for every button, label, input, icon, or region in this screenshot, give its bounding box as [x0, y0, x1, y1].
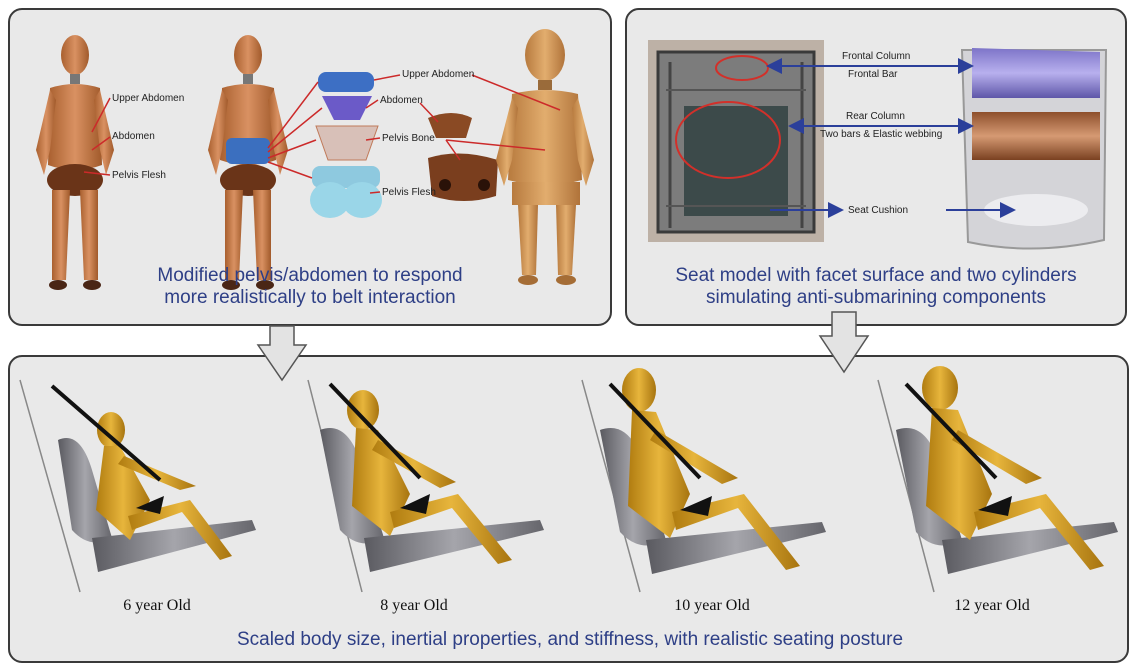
- label-abdomen-parts: Abdomen: [380, 95, 423, 106]
- standing-dummy-1: [36, 35, 114, 290]
- label-frontal-column: Frontal Column: [842, 51, 910, 62]
- seated-child-12yo: [878, 366, 1118, 592]
- caption-seat-line1: Seat model with facet surface and two cy…: [630, 265, 1122, 287]
- label-abdomen: Abdomen: [112, 131, 155, 142]
- label-upper-abdomen: Upper Abdomen: [112, 93, 184, 104]
- age-label-10: 10 year Old: [652, 597, 772, 615]
- down-arrow-right: [820, 312, 868, 372]
- age-label-6: 6 year Old: [97, 597, 217, 615]
- label-rear-column: Rear Column: [846, 111, 905, 122]
- seat-3d-model: [962, 48, 1106, 249]
- seated-dummy-tan: [496, 29, 594, 285]
- standing-dummy-2: [208, 35, 288, 290]
- down-arrow-left: [258, 326, 306, 380]
- seated-child-6yo: [20, 380, 256, 592]
- label-frontal-bar: Frontal Bar: [848, 69, 897, 80]
- label-pelvis-flesh-parts: Pelvis Flesh: [382, 187, 436, 198]
- label-seat-cushion: Seat Cushion: [848, 205, 908, 216]
- seat-frame-photo: [648, 40, 824, 242]
- seated-child-8yo: [308, 380, 544, 592]
- label-pelvis-flesh: Pelvis Flesh: [112, 170, 166, 181]
- age-label-12: 12 year Old: [932, 597, 1052, 615]
- caption-scaled-models: Scaled body size, inertial properties, a…: [20, 629, 1120, 651]
- caption-pelvis-line1: Modified pelvis/abdomen to respond: [20, 265, 600, 287]
- label-pelvis-bone: Pelvis Bone: [382, 133, 435, 144]
- label-upper-abdomen-parts: Upper Abdomen: [402, 69, 474, 80]
- caption-seat-line2: simulating anti-submarining components: [630, 287, 1122, 309]
- age-label-8: 8 year Old: [354, 597, 474, 615]
- caption-pelvis-line2: more realistically to belt interaction: [20, 287, 600, 309]
- seated-child-10yo: [582, 368, 826, 592]
- label-two-bars-webbing: Two bars & Elastic webbing: [820, 129, 942, 140]
